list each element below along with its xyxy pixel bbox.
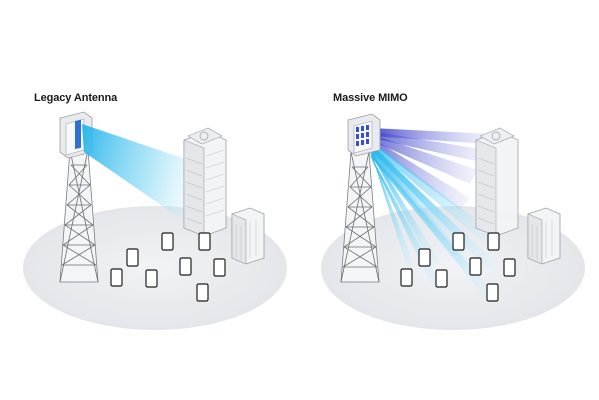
mimo-antenna-panel — [347, 113, 381, 157]
phone — [486, 283, 499, 302]
cell-tower — [340, 151, 380, 283]
phone — [126, 248, 139, 267]
ground-ellipse — [321, 206, 585, 330]
tall-building — [475, 127, 519, 237]
phone — [503, 258, 516, 277]
phone — [435, 269, 448, 288]
phone — [198, 232, 211, 251]
phone — [487, 232, 500, 251]
phones-left — [110, 232, 226, 302]
phone — [418, 248, 431, 267]
legacy-antenna-scene — [23, 111, 287, 330]
phone — [452, 232, 465, 251]
cell-tower — [59, 149, 99, 283]
phone — [469, 257, 482, 276]
phone — [196, 283, 209, 302]
phone — [400, 268, 413, 287]
phone — [179, 257, 192, 276]
phone — [213, 258, 226, 277]
phone — [110, 268, 123, 287]
phone — [145, 269, 158, 288]
small-building — [231, 207, 265, 265]
legacy-antenna-title: Legacy Antenna — [34, 92, 118, 104]
small-building — [527, 207, 561, 265]
tall-building — [183, 127, 227, 237]
phones-right — [400, 232, 516, 302]
massive-mimo-title: Massive MIMO — [333, 92, 408, 104]
phone — [161, 232, 174, 251]
massive-mimo-scene — [321, 113, 585, 330]
